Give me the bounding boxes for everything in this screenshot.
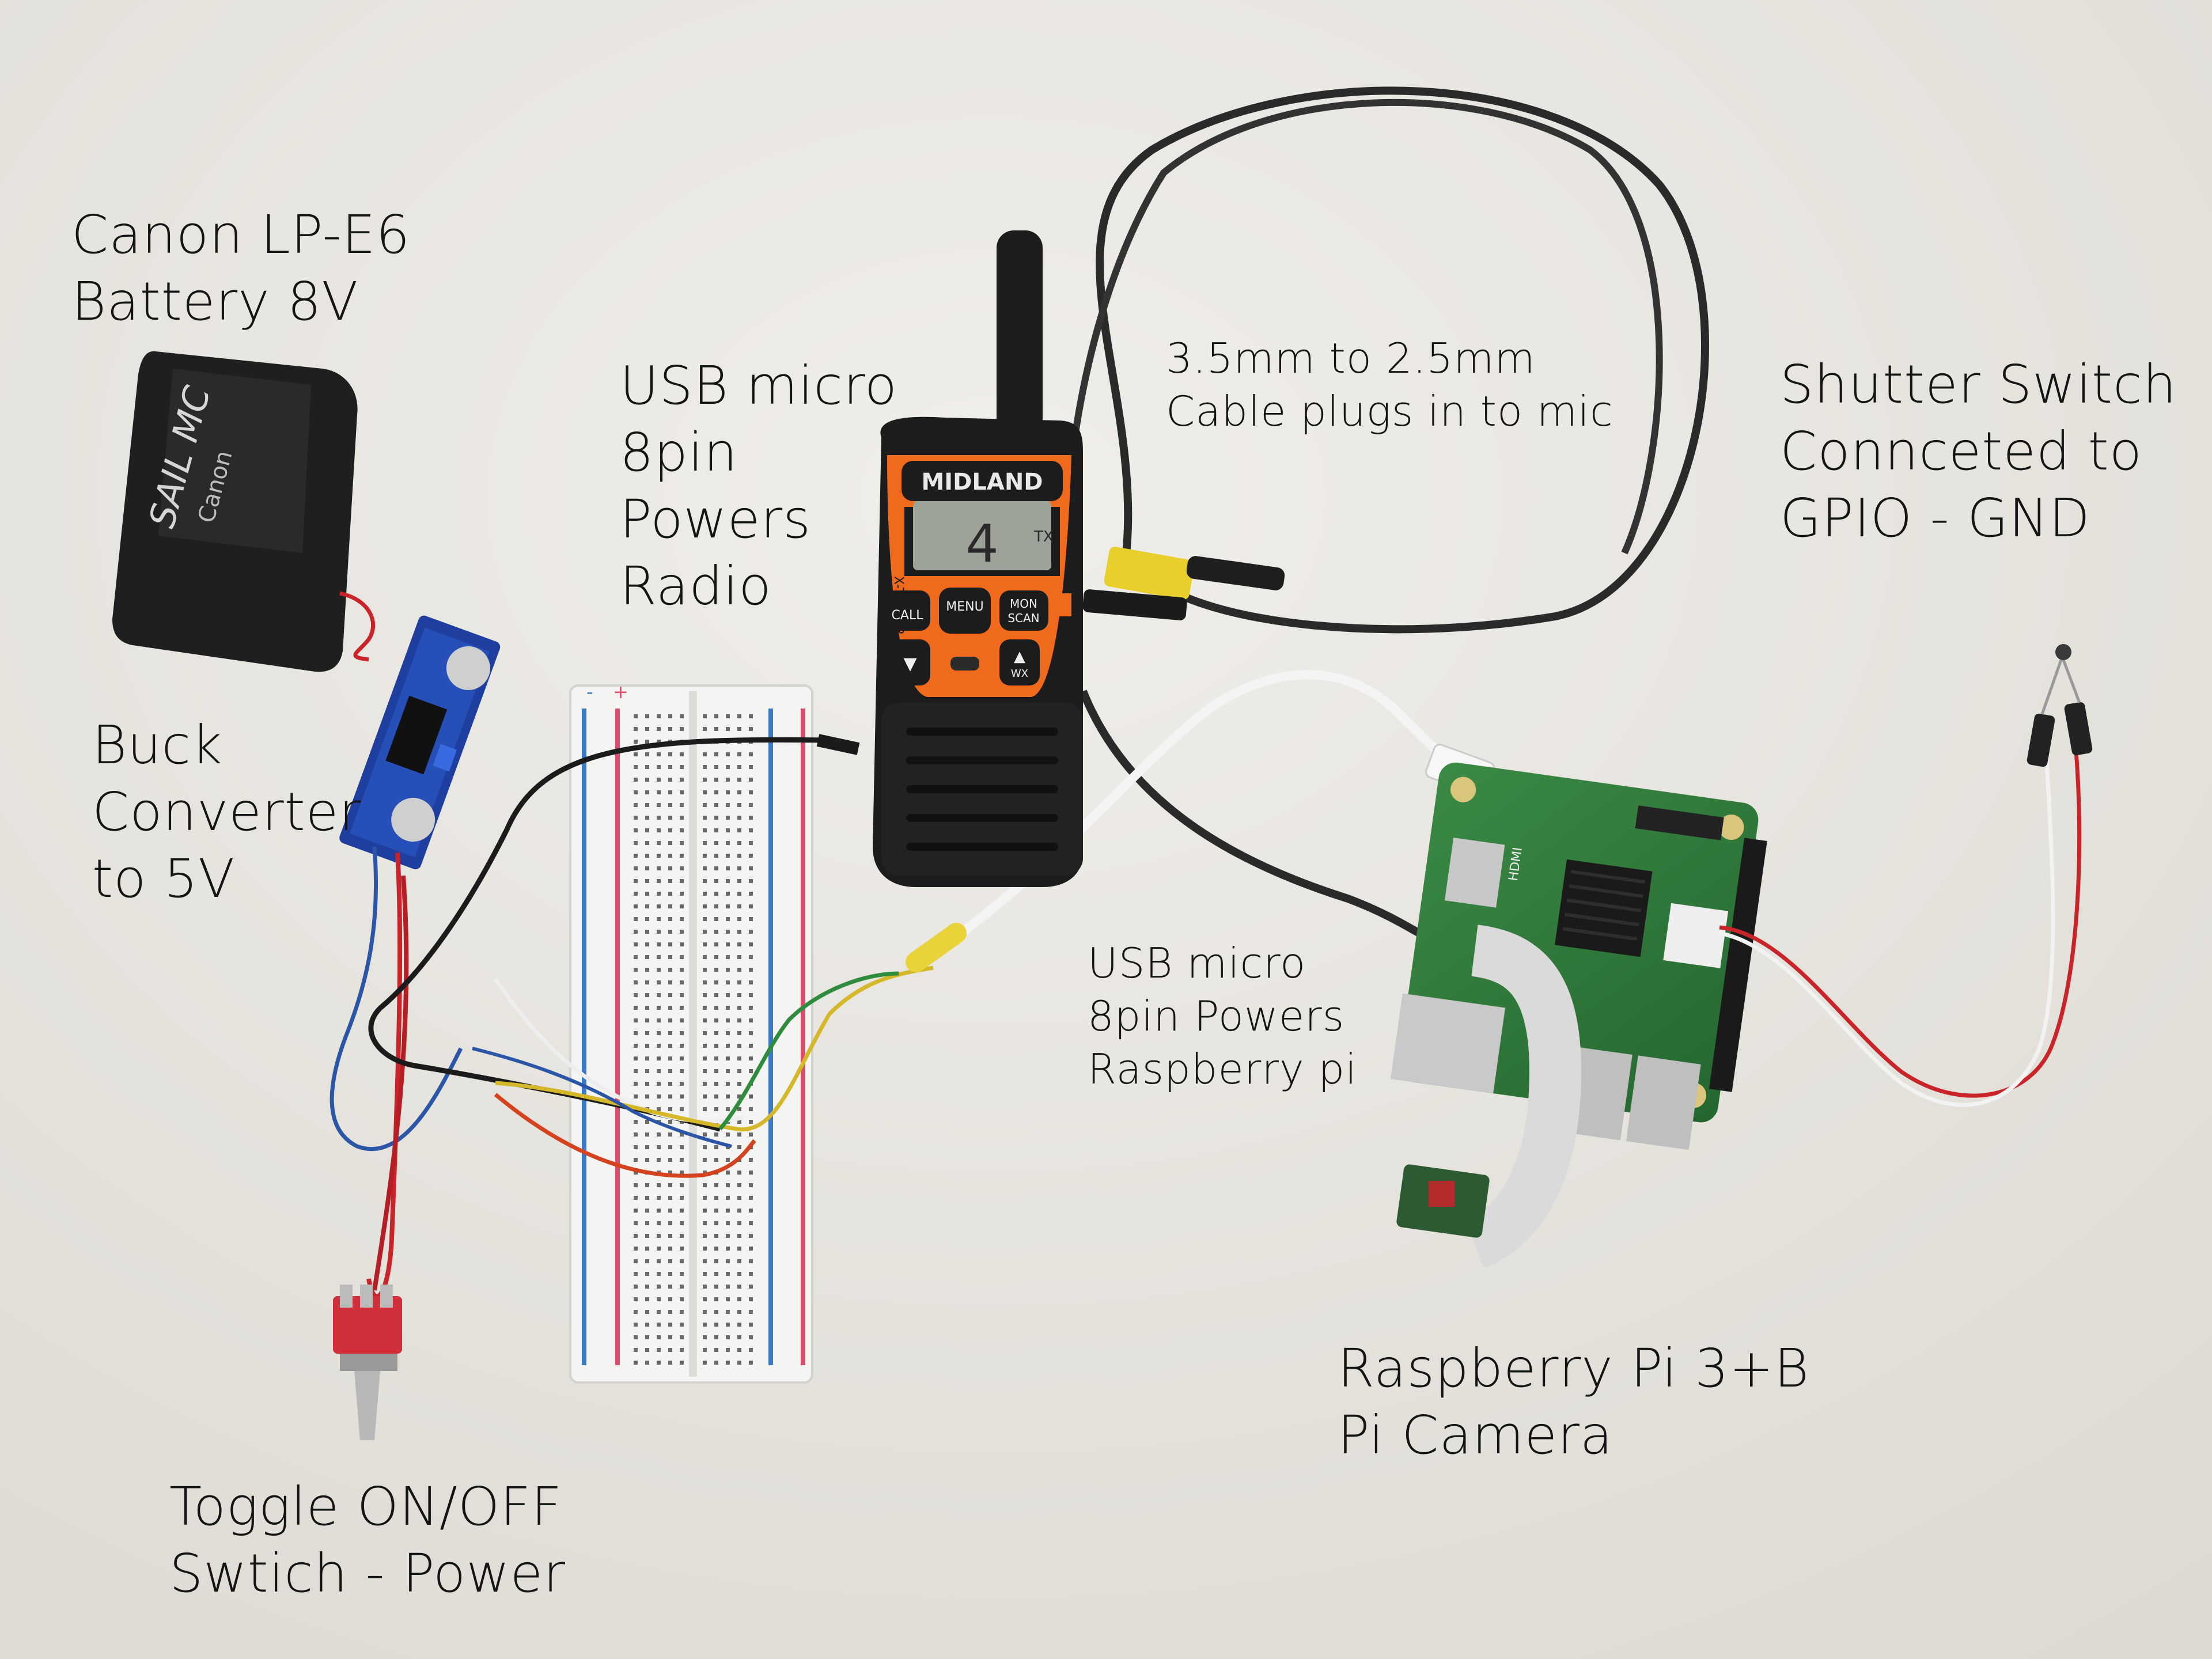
audio-cable bbox=[1096, 86, 1710, 634]
shutter-connector-2 bbox=[2064, 702, 2093, 756]
label-pi-line-2: Pi Camera bbox=[1338, 1404, 1613, 1466]
toggle-switch bbox=[333, 1285, 402, 1440]
call-button: CALL bbox=[884, 590, 930, 631]
battery-red-wire bbox=[339, 591, 376, 662]
label-buck-line-2: Converter bbox=[92, 781, 362, 843]
label-usb-pi: USB micro 8pin Powers Raspberry pi bbox=[1088, 937, 1357, 1096]
label-usb-pi-line-2: 8pin Powers bbox=[1088, 992, 1345, 1040]
pi-camera-lens bbox=[1429, 1181, 1455, 1207]
buck-converter bbox=[339, 615, 501, 870]
buck-blue-wire bbox=[329, 846, 463, 1152]
label-battery-line-1: Canon LP-E6 bbox=[71, 204, 411, 266]
call-button-label: CALL bbox=[892, 608, 924, 623]
raspberry-pi: HDMI bbox=[1390, 762, 1767, 1150]
breadboard: - + bbox=[569, 681, 813, 1384]
shutter-connector-1 bbox=[2027, 713, 2055, 767]
jumper-green bbox=[718, 971, 899, 1131]
menu-button: MENU bbox=[939, 588, 991, 634]
label-usb-radio: USB micro 8pin Powers Radio bbox=[620, 353, 897, 620]
label-pi-line-1: Raspberry Pi 3+B bbox=[1338, 1338, 1810, 1399]
down-button: ▼ bbox=[890, 639, 930, 685]
label-shutter-line-1: Shutter Switch bbox=[1780, 354, 2177, 415]
jumper-blue bbox=[472, 1047, 732, 1148]
label-shutter: Shutter Switch Connceted to GPIO - GND bbox=[1780, 351, 2177, 552]
wx-label: WX bbox=[1011, 668, 1028, 680]
down-button-label: ▼ bbox=[903, 654, 916, 674]
rail-mark-minus: - bbox=[586, 681, 593, 703]
label-shutter-line-3: GPIO - GND bbox=[1780, 487, 2090, 549]
radio-lcd-tx: TX bbox=[1033, 528, 1054, 546]
label-raspberry-pi: Raspberry Pi 3+B Pi Camera bbox=[1338, 1335, 1809, 1469]
label-usb-pi-line-1: USB micro bbox=[1088, 939, 1306, 987]
audio-cable-loop bbox=[1060, 99, 1663, 680]
mon-label: MON bbox=[1010, 597, 1037, 611]
label-battery-line-2: Battery 8V bbox=[71, 271, 359, 332]
usb-adapter-yellow bbox=[906, 923, 967, 972]
label-buck: Buck Converter to 5V bbox=[92, 712, 361, 912]
label-cable-line-1: 3.5mm to 2.5mm bbox=[1166, 334, 1536, 382]
shutter-red-wire bbox=[1719, 725, 2082, 1098]
mic-plug-tape bbox=[1104, 547, 1195, 600]
jumper-orange bbox=[494, 1093, 756, 1178]
label-cable: 3.5mm to 2.5mm Cable plugs in to mic bbox=[1166, 332, 1613, 438]
label-usb-radio-line-1: USB micro bbox=[620, 355, 898, 416]
buck-red-wire-2 bbox=[372, 875, 409, 1291]
radio-grille bbox=[906, 728, 1058, 851]
label-usb-radio-line-2: 8pin bbox=[620, 422, 738, 483]
label-toggle-line-1: Toggle ON/OFF bbox=[169, 1476, 563, 1537]
battery: SAIL MC Canon bbox=[112, 351, 358, 672]
usb-cable-radio bbox=[816, 734, 860, 755]
label-battery: Canon LP-E6 Battery 8V bbox=[71, 202, 410, 335]
rail-mark-plus: + bbox=[613, 681, 628, 703]
up-button-label: ▲ bbox=[1014, 648, 1025, 665]
label-toggle: Toggle ON/OFF Swtich - Power bbox=[169, 1474, 566, 1607]
mon-scan-button: MON SCAN bbox=[999, 590, 1048, 631]
radio-lcd-channel: 4 bbox=[965, 514, 998, 574]
scan-label: SCAN bbox=[1007, 611, 1039, 625]
shutter-white-wire bbox=[1719, 731, 2055, 1107]
radio-brand: MIDLAND bbox=[921, 469, 1043, 495]
belt-clip bbox=[1082, 589, 1187, 620]
jumper-yellow bbox=[495, 965, 934, 1132]
label-cable-line-2: Cable plugs in to mic bbox=[1166, 387, 1613, 435]
heatsink-fins bbox=[1562, 870, 1646, 941]
label-shutter-line-2: Connceted to bbox=[1780, 421, 2143, 482]
menu-button-label: MENU bbox=[946, 600, 983, 614]
label-buck-line-3: to 5V bbox=[92, 848, 236, 910]
label-usb-pi-line-3: Raspberry pi bbox=[1088, 1045, 1358, 1093]
breadboard-hole-grid bbox=[634, 714, 753, 1365]
mic-plug bbox=[1186, 556, 1285, 590]
label-usb-radio-line-4: Radio bbox=[620, 555, 772, 617]
camera-ribbon bbox=[1464, 925, 1582, 1268]
radio: MIDLAND 4 TX X-TALKER CALL MENU MON SCAN bbox=[873, 230, 1083, 887]
label-buck-line-1: Buck bbox=[92, 714, 223, 776]
jumper-white bbox=[494, 978, 744, 1124]
label-usb-radio-line-3: Powers bbox=[620, 488, 812, 550]
shutter-switch bbox=[2055, 644, 2071, 660]
audio-cable-to-pi bbox=[1079, 690, 1442, 949]
label-toggle-line-2: Swtich - Power bbox=[169, 1543, 566, 1604]
up-button: ▲ WX bbox=[999, 639, 1040, 685]
